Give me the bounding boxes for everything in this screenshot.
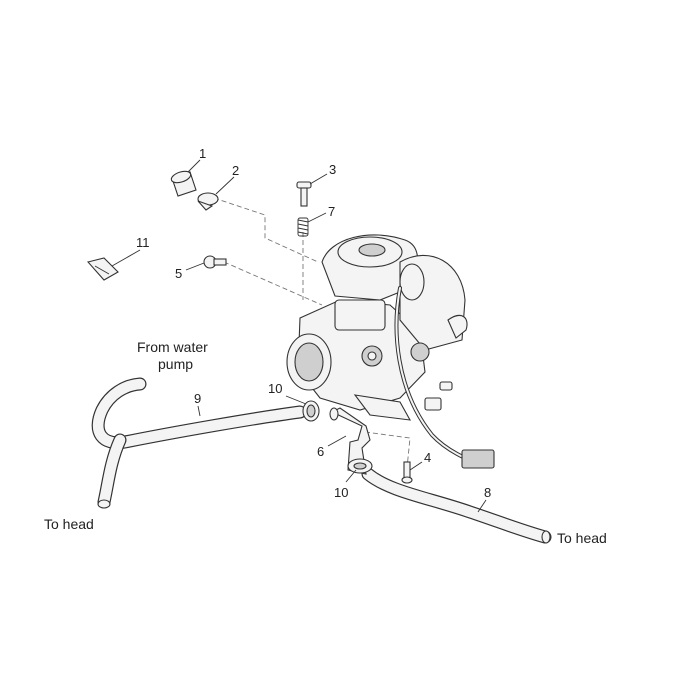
callout-7: 7 xyxy=(328,204,335,219)
part-4-screw xyxy=(401,461,413,484)
part-11-clip xyxy=(86,257,119,281)
callout-9: 9 xyxy=(194,391,201,406)
hose-8 xyxy=(361,467,552,544)
part-10-clamp-lower xyxy=(347,458,373,474)
part-6-fitting xyxy=(329,407,371,475)
assembly-guides xyxy=(213,197,411,469)
caption-to-head-right: To head xyxy=(557,530,607,546)
callout-11: 11 xyxy=(136,235,150,250)
callout-4: 4 xyxy=(424,450,431,465)
callout-10-lower: 10 xyxy=(334,485,348,500)
callout-3: 3 xyxy=(329,162,336,177)
caption-from-water-pump-line1: From water xyxy=(137,339,208,355)
carburettor xyxy=(286,234,495,469)
callout-2: 2 xyxy=(232,163,239,178)
caption-from-water-pump-line2: pump xyxy=(158,356,193,372)
callout-labels: 1 2 3 4 5 6 7 8 9 10 10 11 xyxy=(136,146,491,500)
leader-lines xyxy=(111,159,487,513)
callout-6: 6 xyxy=(317,444,324,459)
hose-9 xyxy=(91,377,307,509)
captions: From water pump To head To head xyxy=(44,339,607,546)
caption-to-head-left: To head xyxy=(44,516,94,532)
callout-5: 5 xyxy=(175,266,182,281)
callout-1: 1 xyxy=(199,146,206,161)
part-1-sleeve xyxy=(170,170,197,197)
part-3-screw xyxy=(296,181,312,207)
part-5-screw xyxy=(203,255,227,269)
part-2-clamp xyxy=(197,192,219,211)
part-7-spring xyxy=(297,217,309,237)
part-10-clamp-upper xyxy=(302,400,320,422)
callout-8: 8 xyxy=(484,485,491,500)
callout-10-upper: 10 xyxy=(268,381,282,396)
